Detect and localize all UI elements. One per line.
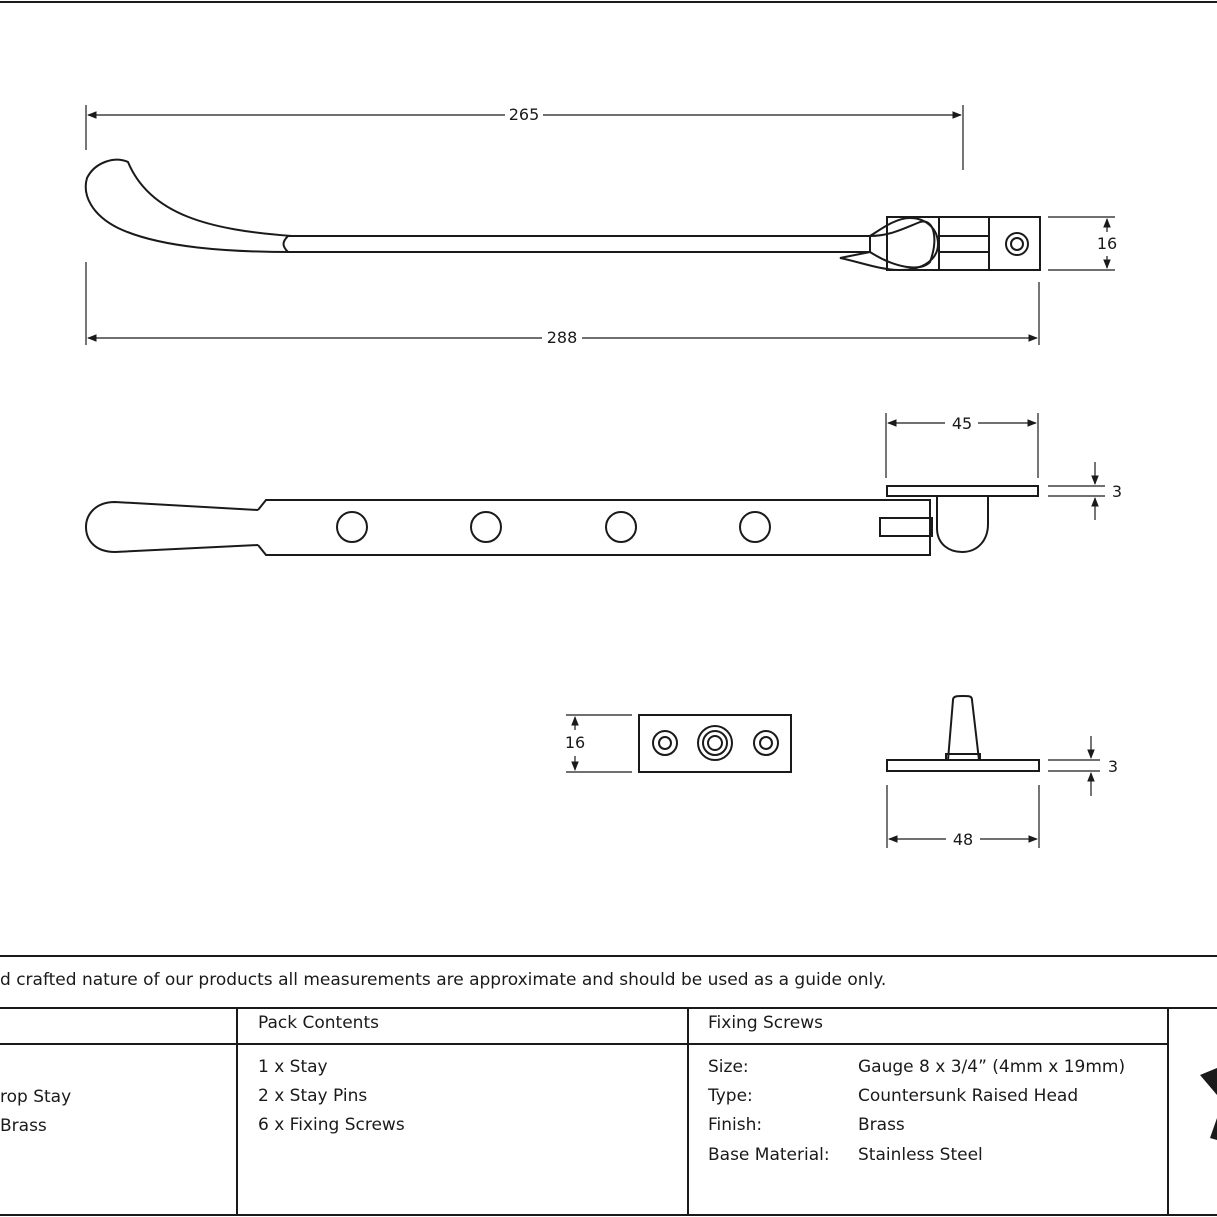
screw-spec-value: Countersunk Raised Head <box>858 1086 1079 1106</box>
product-finish-fragment: Brass <box>0 1116 47 1136</box>
dimension-3-side: 3 <box>1091 462 1122 520</box>
dimension-3-pin: 3 <box>1087 736 1118 796</box>
pack-contents-header: Pack Contents <box>258 1013 379 1033</box>
dimension-45: 45 <box>887 414 1037 433</box>
pack-item: 6 x Fixing Screws <box>258 1115 405 1135</box>
disclaimer-text: d crafted nature of our products all mea… <box>0 970 887 990</box>
dimension-48-label: 48 <box>953 830 973 849</box>
dimension-16-plate: 16 <box>565 716 585 771</box>
pin-plate-top-view <box>638 714 792 773</box>
stay-top-view <box>84 158 1041 272</box>
screw-spec-value: Gauge 8 x 3/4” (4mm x 19mm) <box>858 1057 1126 1077</box>
screw-spec-value: Stainless Steel <box>858 1145 983 1165</box>
product-name-fragment: rop Stay <box>0 1087 72 1107</box>
dimension-3-pin-label: 3 <box>1108 757 1118 776</box>
fixing-screws-header: Fixing Screws <box>708 1013 823 1033</box>
dimension-45-label: 45 <box>952 414 972 433</box>
screw-spec-label: Base Material: <box>708 1145 830 1165</box>
logo-fragment <box>1200 1068 1217 1140</box>
screw-spec-label: Size: <box>708 1057 749 1077</box>
screw-spec-label: Type: <box>708 1086 753 1106</box>
dimension-16-plate-label: 16 <box>565 733 585 752</box>
screw-spec-label: Finish: <box>708 1115 763 1135</box>
dimension-16-keep: 16 <box>1097 218 1117 269</box>
dimension-265: 265 <box>87 105 962 124</box>
info-table-lines <box>0 955 1217 1216</box>
pin-side-view <box>886 695 1040 772</box>
dimension-288-label: 288 <box>547 328 578 347</box>
dimension-288: 288 <box>87 328 1038 347</box>
stay-side-view <box>84 485 1039 556</box>
dimension-16-keep-label: 16 <box>1097 234 1117 253</box>
dimension-265-label: 265 <box>509 105 540 124</box>
pack-item: 1 x Stay <box>258 1057 328 1077</box>
screw-spec-value: Brass <box>858 1115 905 1135</box>
dimension-3-side-label: 3 <box>1112 482 1122 501</box>
dimension-48: 48 <box>888 830 1038 849</box>
pack-item: 2 x Stay Pins <box>258 1086 368 1106</box>
